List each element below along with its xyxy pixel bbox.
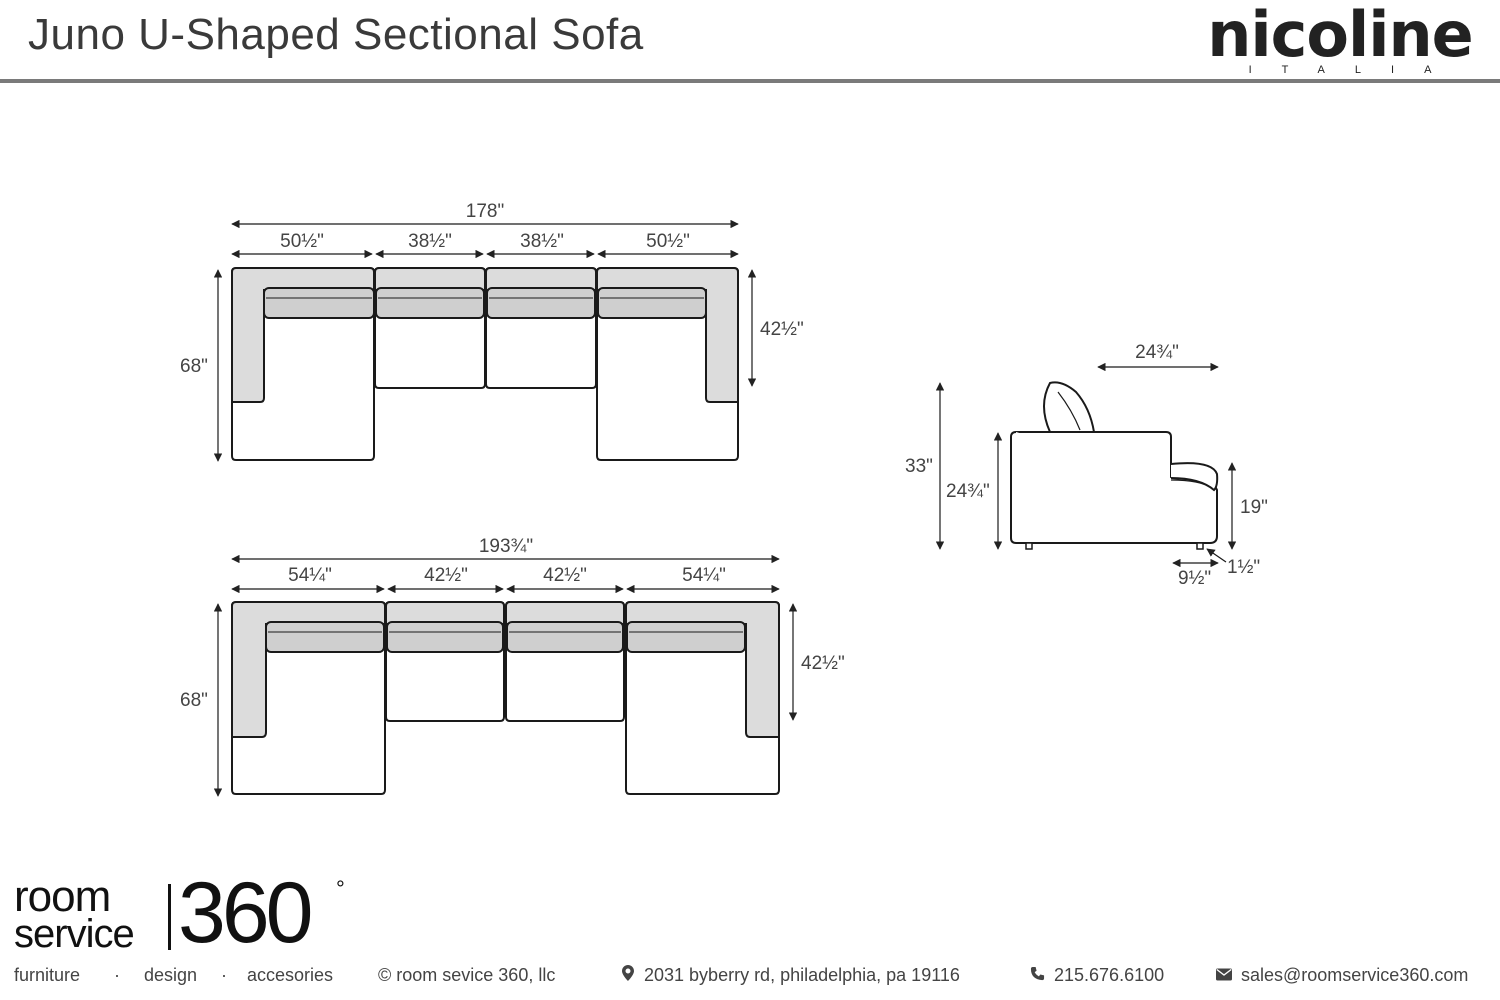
bottom-overall-label: 193¾" [479, 536, 533, 557]
bottom-section-2-label: 42½" [424, 565, 468, 586]
brand-logo: nicoline ITALIA [1200, 0, 1480, 76]
logo-number: 360 [178, 865, 313, 961]
top-back-depth-label: 42½" [760, 319, 804, 340]
footer: furniture · design · accesories © room s… [14, 965, 1494, 989]
brand-name: nicoline [1207, 0, 1473, 71]
side-arm-width-label: 9½" [1178, 568, 1211, 589]
logo-room-text: room [14, 872, 111, 921]
page-title: Juno U-Shaped Sectional Sofa [28, 10, 644, 59]
footer-accesories: accesories [247, 965, 334, 985]
header: Juno U-Shaped Sectional Sofa nicoline IT… [0, 0, 1500, 84]
bottom-section-3-label: 42½" [543, 565, 587, 586]
footer-furniture: furniture [14, 965, 81, 985]
top-depth-label: 68" [180, 356, 208, 377]
footer-separator: · [221, 965, 227, 985]
top-section-2-label: 38½" [408, 231, 452, 252]
side-leg-height-label: 1½" [1227, 557, 1260, 578]
side-total-height-label: 33" [905, 456, 933, 477]
footer-separator: · [114, 965, 120, 985]
side-arm-height-label: 19" [1240, 497, 1268, 518]
header-rule [0, 79, 1500, 83]
side-headrest-width-label: 24¾" [1135, 342, 1179, 363]
brand-subtitle: ITALIA [1248, 64, 1462, 76]
top-section-4-label: 50½" [646, 231, 690, 252]
top-overall-label: 178" [466, 201, 504, 222]
side-back-height-label: 24¾" [946, 481, 990, 502]
logo-service-text: service [14, 912, 135, 956]
top-plan [213, 219, 757, 462]
footer-copyright: © room sevice 360, llc [378, 965, 556, 985]
bottom-plan [213, 554, 798, 797]
footer-address: 2031 byberry rd, philadelphia, pa 19116 [644, 965, 960, 985]
bottom-section-4-label: 54¼" [682, 565, 726, 586]
side-view [935, 362, 1237, 568]
phone-icon [1030, 965, 1045, 986]
top-section-1-label: 50½" [280, 231, 324, 252]
logo-divider [168, 884, 171, 950]
envelope-icon [1216, 965, 1232, 986]
footer-design: design [144, 965, 198, 985]
top-section-3-label: 38½" [520, 231, 564, 252]
footer-email[interactable]: sales@roomservice360.com [1241, 965, 1469, 985]
logo-degree: ° [336, 876, 345, 901]
map-pin-icon [622, 965, 634, 986]
footer-phone[interactable]: 215.676.6100 [1054, 965, 1165, 985]
bottom-back-depth-label: 42½" [801, 653, 845, 674]
bottom-depth-label: 68" [180, 690, 208, 711]
bottom-section-1-label: 54¼" [288, 565, 332, 586]
